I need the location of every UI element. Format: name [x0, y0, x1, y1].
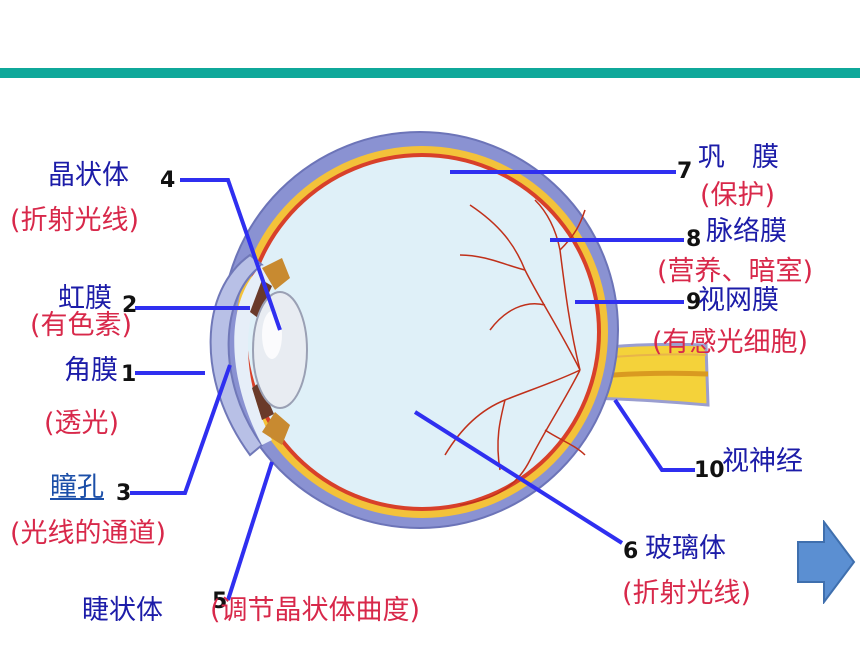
- ciliary-body: [262, 258, 290, 290]
- iris-name: 虹膜: [58, 283, 112, 314]
- vitreous-body: [247, 157, 597, 507]
- retina-function: (有感光细胞): [652, 327, 809, 358]
- iris-function: (有色素): [30, 310, 133, 341]
- leader-line-10: [613, 398, 695, 472]
- choroid-function: (营养、暗室): [657, 256, 814, 287]
- cornea-number: 1: [121, 362, 137, 387]
- leader-line-6: [413, 410, 624, 545]
- lens-name: 晶状体: [48, 160, 129, 191]
- vitreous-number: 6: [623, 539, 639, 564]
- sclera-number: 7: [677, 159, 693, 184]
- header-accent-bar: [0, 68, 860, 78]
- optic-nerve-number: 10: [694, 458, 725, 483]
- choroid-name: 脉络膜: [706, 216, 787, 247]
- iris-number: 2: [122, 293, 138, 318]
- pupil-name-link[interactable]: 瞳孔: [50, 472, 104, 503]
- lens: [252, 291, 308, 409]
- pupil-number: 3: [116, 481, 132, 506]
- optic-nerve-name: 视神经: [722, 446, 803, 477]
- ciliary-body-lower: [262, 412, 290, 445]
- iris-lower: [252, 382, 274, 420]
- vitreous-function: (折射光线): [622, 578, 752, 609]
- ciliary-body-name: 睫状体: [82, 595, 163, 626]
- right-arrow-icon[interactable]: [796, 520, 856, 604]
- choroid-number: 8: [686, 227, 702, 252]
- ciliary-body-function: (调节晶状体曲度): [210, 595, 421, 626]
- lens-number: 4: [160, 168, 176, 193]
- lens-highlight: [262, 311, 282, 359]
- vitreous-name: 玻璃体: [645, 533, 726, 564]
- leader-line-3: [130, 364, 232, 495]
- cornea-name: 角膜: [64, 355, 118, 386]
- leader-line-4: [180, 178, 282, 331]
- sclera-function: (保护): [700, 180, 776, 211]
- pupil-function: (光线的通道): [10, 518, 167, 549]
- retinal-blood-vessels: [444, 199, 586, 506]
- retina-name: 视网膜: [698, 285, 779, 316]
- cornea-function: (透光): [44, 408, 120, 439]
- ciliary-body-number: 5: [212, 589, 228, 614]
- leader-lines: [130, 170, 695, 601]
- sclera-name: 巩 膜: [698, 142, 779, 173]
- leader-line-5: [226, 461, 274, 601]
- lens-function: (折射光线): [10, 205, 140, 236]
- retina-number: 9: [686, 290, 702, 315]
- cornea: [209, 253, 264, 457]
